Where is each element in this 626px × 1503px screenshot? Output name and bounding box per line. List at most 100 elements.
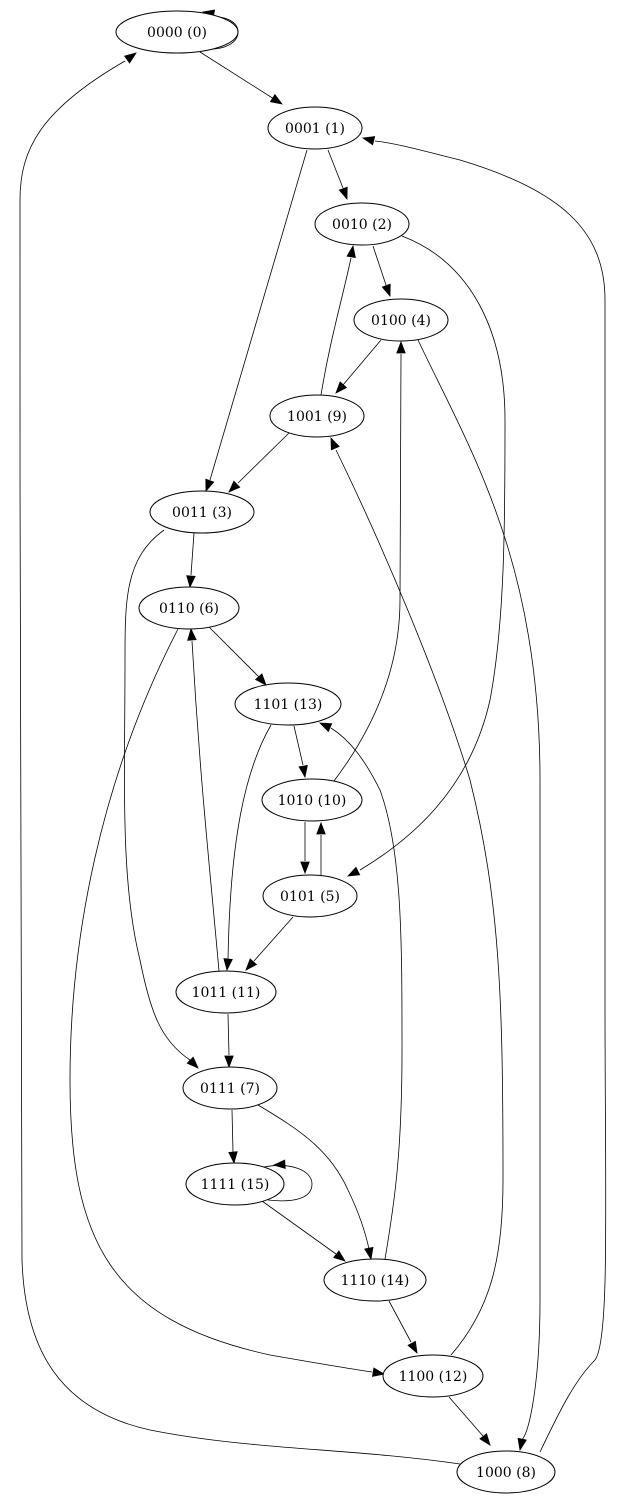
arrowhead [318,722,333,733]
edge-line [417,339,541,1441]
edge-line [330,727,403,1260]
edges-layer [19,9,607,1465]
edge-line [388,1300,412,1343]
edge-n6-to-n12 [69,628,386,1377]
edge-line [208,626,260,678]
node-n4: 0100 (4) [353,298,449,342]
edge-line [359,235,506,871]
arrowhead [224,1055,234,1069]
node-label: 0010 (2) [332,217,392,233]
node-label: 0110 (6) [159,601,219,617]
edge-line [209,149,308,481]
arrowhead [338,186,348,201]
node-n1: 0001 (1) [267,106,363,150]
edge-n4-to-n9 [335,339,382,394]
arrowhead [346,866,361,877]
edge-line [227,1013,230,1056]
edge-n11-to-n7 [224,1013,234,1069]
arrowhead [298,764,308,779]
edge-line [374,140,607,1453]
edge-line [372,245,387,286]
edge-line [335,449,504,1356]
edge-line [261,1200,337,1255]
node-label: 0001 (1) [285,121,345,137]
arrowhead [371,1367,386,1377]
arrowhead [364,1246,374,1261]
node-label: 1101 (13) [254,697,323,713]
node-label: 1001 (9) [287,409,347,425]
edge-n12-to-n9 [330,436,504,1356]
node-ellipse [323,1258,427,1302]
node-n2: 0010 (2) [314,202,410,246]
edge-n2-to-n4 [372,245,391,298]
arrowhead [205,478,215,493]
edge-n15-to-n15 [263,1159,313,1202]
node-n3: 0011 (3) [149,490,255,534]
node-label: 1000 (8) [476,1465,536,1481]
arrowhead [187,627,197,641]
arrowhead [186,1056,199,1069]
node-ellipse [234,682,342,726]
arrowhead [335,381,348,394]
arrowhead [228,1151,238,1165]
edge-line [327,149,344,189]
edge-line [190,532,195,576]
edge-line [231,1109,234,1153]
edge-n14-to-n13 [318,722,403,1260]
node-label: 1111 (15) [201,1177,270,1193]
edge-n5-to-n11 [245,916,294,971]
arrowhead [269,93,283,105]
arrowhead [186,575,196,589]
node-n0: 0000 (0) [115,10,239,54]
node-ellipse [185,1162,285,1206]
edge-n5-to-n10 [316,821,326,875]
edge-line [293,725,304,766]
edge-n2-to-n5 [346,235,506,877]
edge-n10-to-n4 [333,340,406,782]
node-ellipse [382,1354,484,1398]
edge-line [342,339,382,386]
node-n12: 1100 (12) [382,1354,484,1398]
edge-line [253,916,294,962]
arrowhead [381,283,391,298]
arrowhead [228,480,241,493]
edge-line [227,724,272,961]
node-n15: 1111 (15) [185,1162,285,1206]
arrowhead [223,958,233,972]
edge-n7-to-n15 [228,1109,238,1165]
nodes-layer: 0000 (0) 0001 (1) 0010 (2) 0100 (4) 1001 (9)… [115,10,556,1494]
arrowhead [396,340,406,354]
node-n11: 1011 (11) [175,970,277,1014]
node-n5: 0101 (5) [262,874,358,918]
arrowhead [300,861,310,875]
edge-line [19,60,461,1465]
node-ellipse [456,1450,556,1494]
edge-line [191,640,220,972]
node-n14: 1110 (14) [323,1258,427,1302]
edge-n3-to-n6 [186,532,196,589]
edge-line [448,1396,484,1437]
node-label: 1010 (10) [278,793,347,809]
arrowhead [330,436,340,451]
edge-n7-to-n14 [257,1104,374,1261]
edge-n12-to-n8 [448,1396,491,1446]
node-ellipse [267,106,363,150]
arrowhead [346,244,356,259]
arrowhead [316,821,326,835]
arrowhead [333,1250,346,1262]
edge-n11-to-n6 [187,627,220,972]
node-ellipse [314,202,410,246]
edge-n9-to-n3 [228,431,291,493]
node-label: 1100 (12) [399,1369,468,1385]
node-ellipse [138,586,240,630]
node-ellipse [182,1066,278,1110]
edge-n8-to-n0 [19,52,461,1465]
edge-n13-to-n10 [293,725,308,779]
node-ellipse [261,778,363,822]
edge-n6-to-n13 [208,626,267,686]
edge-line [124,529,191,1061]
edge-n3-to-n7 [124,529,199,1069]
edge-n13-to-n11 [223,724,272,972]
edge-n1-to-n3 [205,149,308,493]
